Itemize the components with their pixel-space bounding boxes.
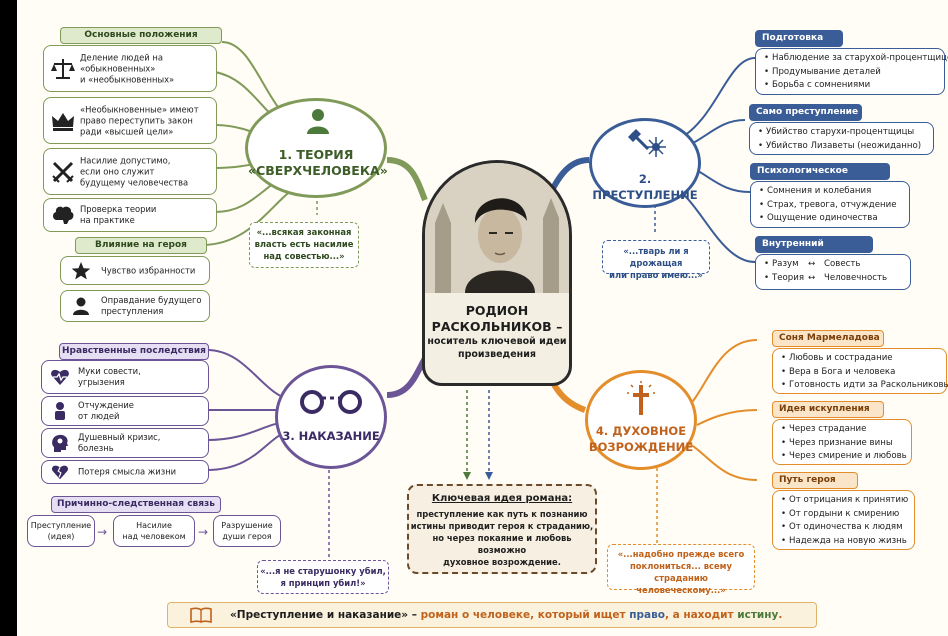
footer-text: «Преступление и наказание» – роман о чел… xyxy=(230,609,783,621)
user-icon xyxy=(307,109,329,134)
center-name: РОДИОН xyxy=(465,303,529,318)
conflict-header: Внутренний конфликт xyxy=(755,236,873,264)
revival-header-path: Путь героя xyxy=(772,472,858,489)
theory-node: 1. ТЕОРИЯ«СВЕРХЧЕЛОВЕКА» xyxy=(245,98,388,198)
revival-header-sonya: Соня Мармеладова xyxy=(772,330,884,347)
chain-step-1: Преступление(идея) xyxy=(27,515,95,547)
theory-header: Основные положения xyxy=(60,27,222,44)
head-crisis-icon xyxy=(52,434,68,452)
crime-header-psych: Психологическое состояние xyxy=(750,163,890,191)
heart-pulse-icon xyxy=(51,369,69,385)
punishment-quote: «...я не старушонку убил,я принцип убил!… xyxy=(257,560,389,594)
key-idea-title: Ключевая идея романа: xyxy=(431,493,573,504)
punishment-header: Нравственные последствия xyxy=(59,343,209,360)
lonely-person-icon xyxy=(55,402,65,420)
crown-icon xyxy=(52,112,74,131)
revival-group-path: От отрицания к принятиюОт гордыни к смир… xyxy=(772,490,915,550)
mind-map: Основные положения Деление людей на«обык… xyxy=(17,0,948,636)
brain-icon xyxy=(53,206,74,224)
punishment-item: Потеря смысла жизни xyxy=(41,460,209,484)
crime-node: 2. ПРЕСТУПЛЕНИЕ xyxy=(589,118,701,208)
revival-group-sonya: Любовь и состраданиеВера в Бога и челове… xyxy=(772,348,948,394)
influence-item: Чувство избранности xyxy=(60,256,210,285)
revival-group-redemption: Через страданиеЧерез признание виныЧерез… xyxy=(772,419,912,465)
crime-group-psych: Сомнения и колебанияСтрах, тревога, отчу… xyxy=(750,181,910,228)
person-icon xyxy=(73,297,89,315)
footer-banner: «Преступление и наказание» – роман о чел… xyxy=(167,602,817,628)
crime-group-preparation: Наблюдение за старухой-процентщицейПроду… xyxy=(755,48,948,95)
punishment-item: Душевный кризис,болезнь xyxy=(41,428,209,458)
chain-arrow-icon: → xyxy=(198,525,209,539)
influence-header: Влияние на героя xyxy=(75,237,207,254)
book-icon xyxy=(190,607,212,623)
punishment-node: 3. НАКАЗАНИЕ xyxy=(275,365,387,469)
crime-group-act: Убийство старухи-процентщицыУбийство Лиз… xyxy=(749,122,934,155)
chain-header: Причинно-следственная связь xyxy=(51,496,221,513)
chain-arrow-icon: → xyxy=(97,525,108,539)
crime-header-preparation: Подготовка xyxy=(755,30,843,47)
center-surname: РАСКОЛЬНИКОВ – xyxy=(431,319,563,334)
theory-item: Деление людей на«обыкновенных»и «необыкн… xyxy=(43,45,217,92)
handcuffs-icon xyxy=(300,390,362,414)
conflict-group: Разум↔Совесть Теория↔Человечность xyxy=(755,254,911,290)
center-subtitle: носитель ключевой идеи xyxy=(427,336,567,347)
crossed-swords-icon xyxy=(52,161,74,183)
cross-icon xyxy=(627,381,655,415)
star-icon xyxy=(71,261,91,279)
scales-icon xyxy=(51,58,75,79)
revival-header-redemption: Идея искупления xyxy=(772,401,884,418)
portrait-image xyxy=(425,163,569,293)
axe-icon xyxy=(628,129,666,157)
center-node: РОДИОН РАСКОЛЬНИКОВ – носитель ключевой … xyxy=(422,160,572,386)
center-subtitle-2: произведения xyxy=(458,349,536,360)
punishment-item: Муки совести,угрызения xyxy=(41,360,209,394)
key-idea-box: Ключевая идея романа: преступление как п… xyxy=(407,484,597,574)
crime-header-act: Само преступление xyxy=(749,104,862,121)
broken-heart-icon xyxy=(51,465,69,480)
